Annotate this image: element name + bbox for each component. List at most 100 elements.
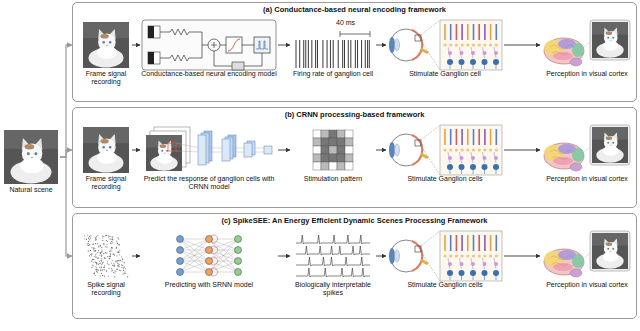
spike-cloud	[111, 239, 112, 240]
retina-eye	[484, 65, 485, 69]
retina-eye	[483, 51, 487, 55]
spike-cloud	[110, 236, 111, 237]
retina-eye	[455, 148, 458, 151]
brain-perception	[610, 145, 611, 146]
retina-eye	[478, 43, 481, 46]
flow-arrow	[278, 45, 290, 46]
srnn-network	[177, 258, 184, 265]
retina-eye	[489, 148, 492, 151]
spike-cloud	[88, 251, 89, 252]
stimulation-grid	[345, 130, 353, 138]
circuit-model	[148, 52, 160, 64]
spike-cloud	[96, 262, 97, 263]
natural-scene-photo	[4, 130, 58, 184]
retina-eye	[461, 148, 464, 151]
spike-cloud	[101, 267, 102, 268]
flow-arrow	[132, 256, 140, 257]
spike-cloud	[104, 275, 105, 276]
retina-eye	[490, 235, 492, 251]
retina-eye	[450, 235, 452, 251]
retina-eye	[456, 235, 458, 251]
brain-perception	[592, 233, 628, 246]
stimulation-grid	[337, 162, 345, 170]
spike-cloud	[108, 236, 109, 237]
stimulation-grid	[313, 130, 353, 170]
spike-cloud	[100, 253, 101, 254]
spike-raster	[322, 40, 323, 68]
srnn-network	[209, 239, 238, 250]
brain-perception	[583, 147, 590, 153]
step-label: Perception in visual cortex	[540, 70, 634, 78]
brain-perception	[553, 157, 573, 165]
retina-eye	[478, 148, 481, 151]
framework-panel: (a) Conductance-based neural encoding fr…	[72, 2, 637, 102]
crnn-model	[146, 135, 182, 171]
spike-cloud	[120, 260, 121, 261]
spike-cloud	[95, 254, 96, 255]
spike-cloud	[102, 237, 103, 238]
spike-cloud	[101, 254, 102, 255]
spike-cloud	[115, 261, 116, 262]
spike-cloud	[94, 248, 95, 249]
srnn-network	[235, 269, 242, 276]
retina-eye	[390, 29, 422, 61]
srnn-network	[180, 250, 209, 272]
spike-cloud	[116, 247, 117, 248]
retina-eye	[473, 235, 475, 251]
brain-perception	[592, 127, 628, 163]
process-step: Predicting with SRNN model	[140, 231, 278, 289]
frame-photo	[102, 41, 104, 43]
frame-photo	[106, 150, 108, 151]
retina-eye	[470, 164, 476, 170]
retina-eye	[390, 240, 422, 272]
flow-arrow	[278, 256, 290, 257]
spike-cloud	[95, 250, 96, 251]
spike-cloud	[111, 268, 112, 269]
stimulation-grid	[321, 130, 329, 138]
stimulation-grid	[313, 154, 321, 162]
spike-cloud	[95, 243, 96, 244]
retina-eye	[490, 129, 492, 145]
spike-cloud	[103, 267, 104, 268]
crnn-model	[160, 144, 166, 148]
spike-raster	[330, 40, 331, 68]
spike-cloud	[105, 258, 106, 259]
spike-cloud	[96, 271, 97, 272]
spike-raster	[308, 40, 309, 68]
srnn-network	[180, 239, 209, 240]
spike-cloud	[95, 240, 96, 241]
spike-cloud	[84, 238, 85, 239]
brain-perception	[553, 52, 573, 60]
flow-arrow	[60, 150, 72, 157]
process-step: Firing rate of ganglion cell	[290, 20, 376, 78]
spike-cloud	[116, 261, 117, 262]
retina-eye	[440, 20, 502, 70]
spike-raster	[340, 31, 370, 37]
retina-eye	[389, 231, 502, 281]
retina-eye	[390, 134, 422, 166]
spike-cloud	[93, 248, 94, 249]
spike-cloud	[96, 263, 97, 264]
spike-cloud	[125, 268, 126, 269]
spike-cloud	[98, 264, 99, 265]
flow-arrow	[376, 45, 386, 46]
spike-cloud	[103, 262, 104, 263]
spike-raster	[344, 40, 345, 68]
frame-photo	[83, 22, 129, 38]
spike-cloud	[117, 269, 118, 270]
retina-eye	[412, 241, 422, 271]
retina-eye	[494, 156, 498, 160]
spike-cloud	[88, 241, 89, 242]
circuit-model	[160, 55, 202, 61]
retina-eye	[455, 254, 458, 257]
spike-cloud	[117, 265, 118, 266]
retina-eye	[461, 129, 463, 145]
spike-cloud	[93, 259, 94, 260]
spike-cloud	[101, 260, 102, 261]
retina-eye	[443, 254, 446, 257]
retina-eye	[444, 129, 446, 145]
spike-cloud	[117, 260, 118, 261]
retina-eye	[482, 270, 488, 276]
spike-cloud	[114, 255, 115, 256]
retina-eye	[470, 59, 476, 65]
